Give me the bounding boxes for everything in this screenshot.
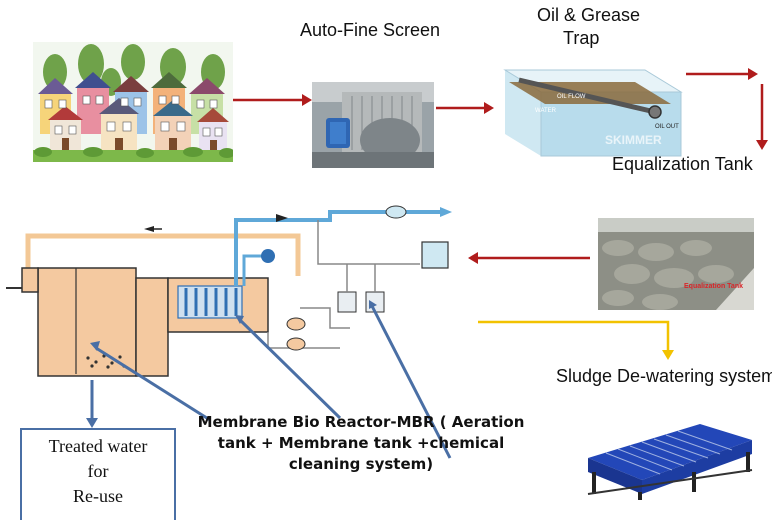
auto-fine-screen-label: Auto-Fine Screen: [300, 20, 441, 40]
oil-grease-trap-label-line1: Oil & Grease: [537, 5, 641, 25]
arrow-sludge: [478, 320, 670, 350]
equalization-photo-label: Equalization Tank: [684, 283, 743, 290]
treated-water-line3: Re-use: [73, 486, 123, 506]
mbr-caption-line1: Membrane Bio Reactor-MBR ( Aeration: [197, 413, 525, 431]
oil-flow-label: OIL FLOW: [557, 94, 586, 100]
oil-grease-trap-label-line2: Trap: [563, 28, 600, 48]
equalization-tank-label: Equalization Tank: [612, 154, 753, 174]
oil-out-label: OIL OUT: [655, 124, 679, 130]
skimmer-watermark: SKIMMER: [605, 133, 662, 147]
filter-press-image: [587, 424, 753, 500]
pointer-chemical: [370, 305, 452, 459]
mbr-caption: Membrane Bio Reactor-MBR ( Aeration tank…: [196, 412, 526, 475]
oil-grease-trap-render: OIL FLOW WATER OIL OUT SKIMMER: [503, 69, 683, 157]
mbr-caption-line3: cleaning system): [288, 455, 434, 473]
mbr-process-schematic: [6, 205, 452, 377]
mbr-caption-line2: tank + Membrane tank +chemical: [217, 434, 505, 452]
pointer-membrane: [238, 318, 342, 420]
treated-water-line2: for: [87, 461, 109, 481]
pointer-aeration: [95, 346, 211, 422]
treated-water-line1: Treated water: [48, 436, 148, 456]
sludge-dewatering-label: Sludge De-watering system: [556, 366, 772, 386]
equalization-tank-photo: Equalization Tank: [598, 218, 754, 310]
water-label: WATER: [535, 108, 557, 114]
treated-water-box: Treated water for Re-use: [20, 428, 176, 520]
town-illustration: [33, 42, 233, 162]
auto-fine-screen-photo: [312, 82, 434, 168]
